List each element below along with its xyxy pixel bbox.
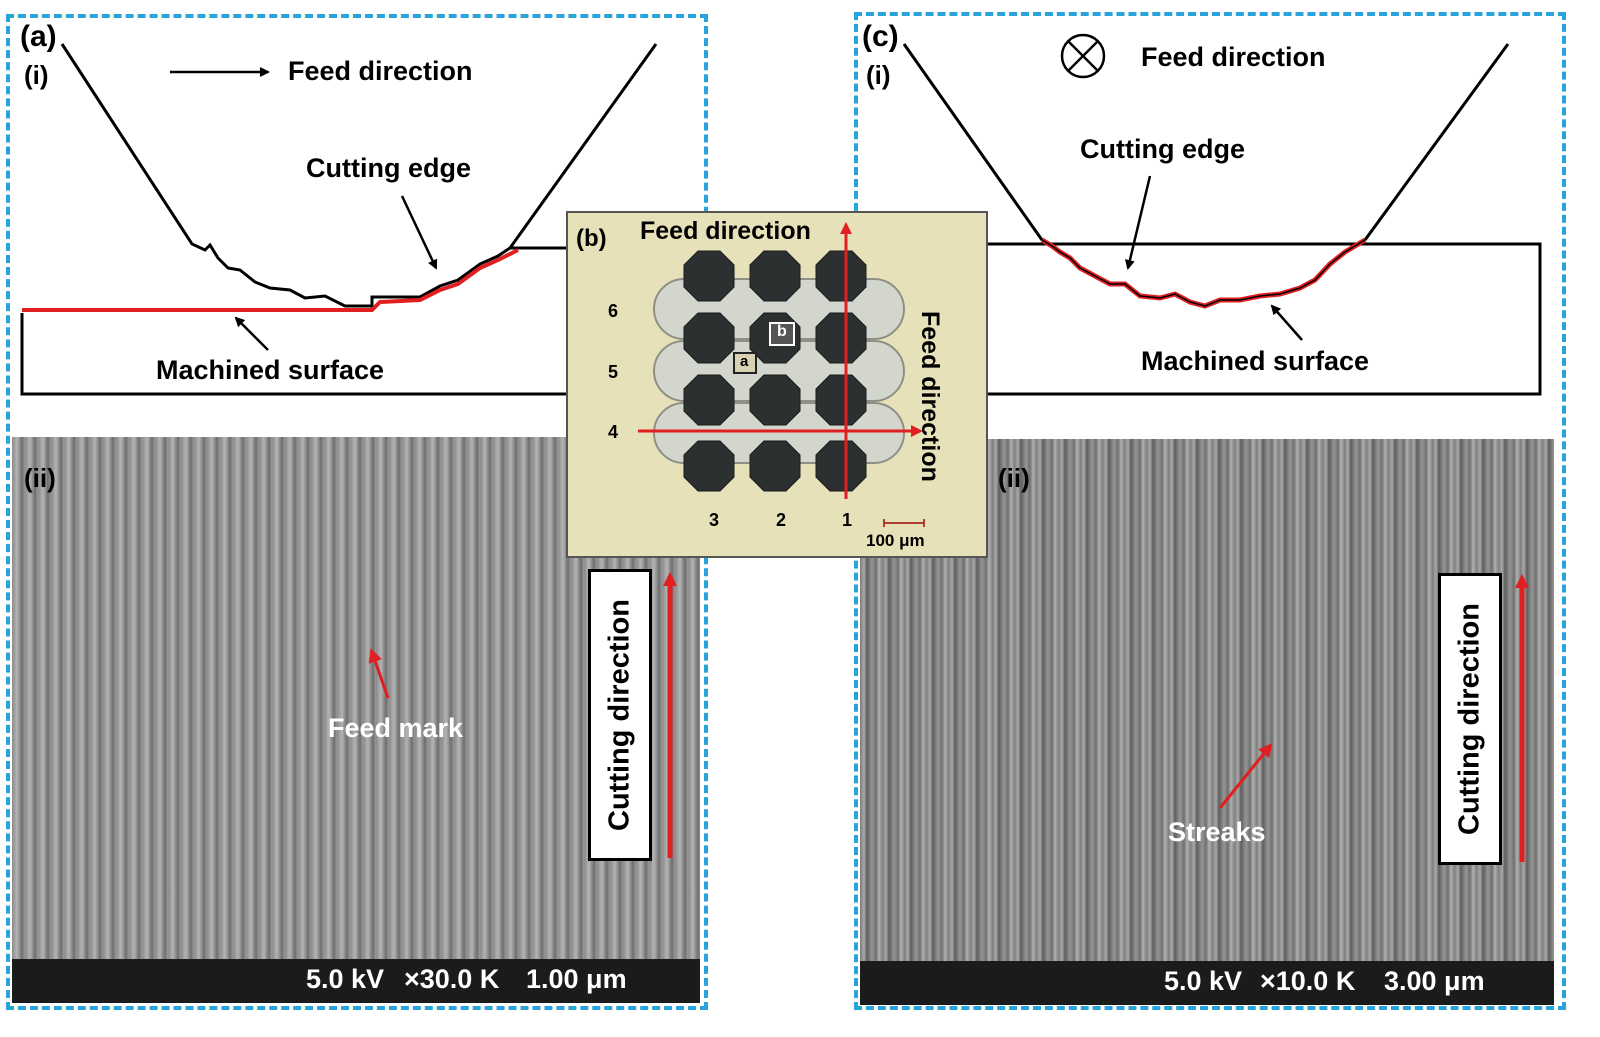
- panel-c-sem-bar: [860, 961, 1554, 1005]
- panel-a-sem-magnification: ×30.0 K: [404, 964, 500, 994]
- panel-a-feed-direction: Feed direction: [288, 56, 473, 86]
- panel-a-sem-bar: [12, 959, 700, 1003]
- col-label-1: 1: [842, 510, 853, 530]
- marker-a-box: [733, 352, 757, 374]
- cutting-edge-pointer: [400, 195, 438, 270]
- marker-a-label: a: [740, 353, 749, 370]
- feed-into-page-icon: [1060, 33, 1106, 79]
- panel-c-feed-direction: Feed direction: [1141, 42, 1326, 72]
- panel-b-feed-direction-side: Feed direction: [916, 311, 944, 482]
- panel-c-label: (c): [862, 20, 899, 53]
- panel-c-sem-image: (ii) Streaks Cutting direction 5.0 kV ×1…: [860, 439, 1554, 1005]
- panel-a-sem-scale: 1.00 μm: [526, 964, 627, 994]
- panel-a-cutting-edge: Cutting edge: [306, 153, 471, 183]
- tool-outline: [60, 43, 658, 308]
- panel-b-micrograph: (b) Feed direction Feed direction 6 5 4 …: [566, 211, 988, 558]
- panel-c-sem-scale: 3.00 μm: [1384, 966, 1485, 996]
- marker-b-box: [769, 322, 795, 346]
- panel-a-sub-ii: (ii): [24, 463, 56, 493]
- panel-b-label: (b): [576, 225, 607, 252]
- machined-surface-pointer-c: [1270, 304, 1303, 341]
- indent-grid: [683, 250, 867, 492]
- panel-a-machined-surface: Machined surface: [156, 355, 385, 385]
- feed-mark-arrow: [368, 648, 390, 699]
- row-label-4: 4: [608, 422, 619, 442]
- panel-b-feed-direction-top: Feed direction: [640, 217, 811, 245]
- panel-c-cutting-edge: Cutting edge: [1080, 134, 1245, 164]
- cutting-edge-pointer-c: [1124, 175, 1152, 270]
- row-label-5: 5: [608, 362, 619, 382]
- panel-a-sem-voltage: 5.0 kV: [306, 964, 385, 994]
- panel-c-sem-magnification: ×10.0 K: [1260, 966, 1356, 996]
- tool-outline-c: [902, 43, 1510, 241]
- streaks-arrow: [1218, 742, 1273, 809]
- oval-wells: [653, 278, 905, 464]
- panel-b-drawing: [638, 222, 925, 527]
- panel-c-machined-surface: Machined surface: [1141, 346, 1370, 376]
- col-label-2: 2: [776, 510, 787, 530]
- machined-surface-pointer: [234, 316, 269, 351]
- machined-surface-line: [22, 248, 519, 312]
- panel-b-scale-label: 100 μm: [866, 531, 925, 550]
- col-label-3: 3: [709, 510, 720, 530]
- panel-a-cutting-direction-box: Cutting direction: [588, 569, 652, 861]
- panel-a-label: (a): [20, 20, 57, 53]
- streaks-label: Streaks: [1168, 817, 1266, 847]
- row-label-6: 6: [608, 301, 619, 321]
- panel-c-cutting-direction-box: Cutting direction: [1438, 573, 1502, 865]
- panel-c-sub-i: (i): [866, 60, 891, 90]
- marker-b-label: b: [777, 323, 787, 340]
- panel-c-sem-voltage: 5.0 kV: [1164, 966, 1243, 996]
- panel-a-sub-i: (i): [24, 60, 49, 90]
- workpiece-outline-c: [988, 242, 1542, 396]
- feed-mark-label: Feed mark: [328, 713, 464, 743]
- panel-c-sub-ii: (ii): [998, 463, 1030, 493]
